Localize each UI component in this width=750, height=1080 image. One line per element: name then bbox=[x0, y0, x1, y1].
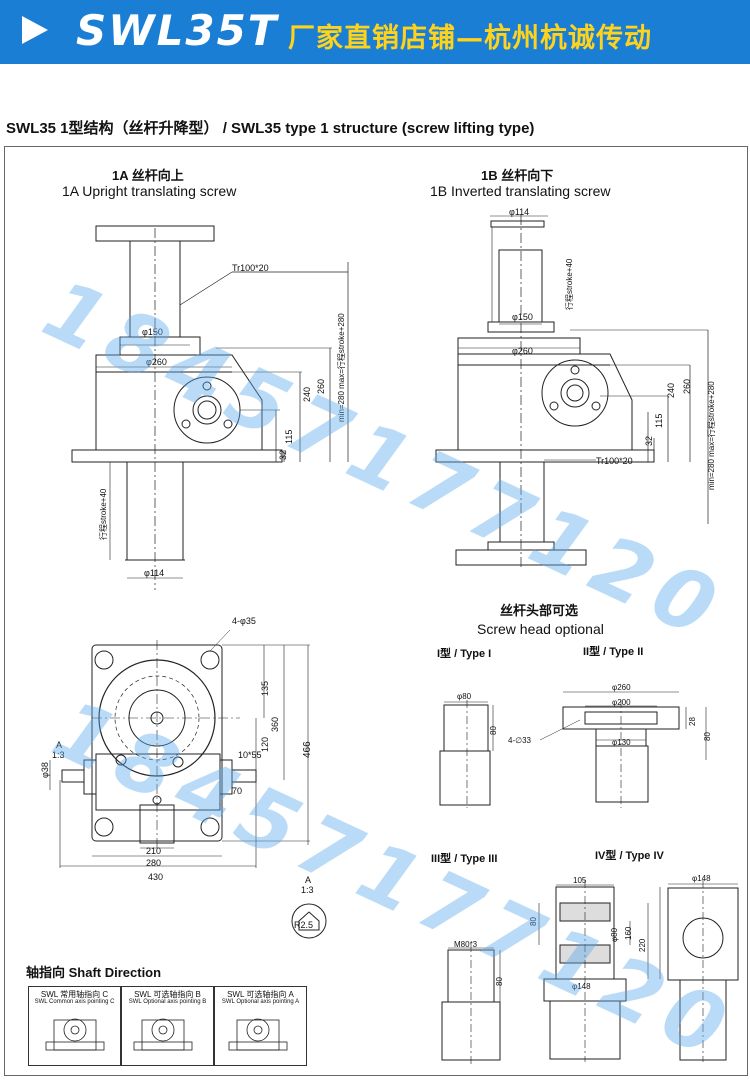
shaft-option-b-cn: SWL 可选轴指向 B bbox=[134, 990, 201, 999]
plan-view-drawing bbox=[49, 629, 310, 868]
shaft-option-a: SWL 可选轴指向 A SWL Optional axis pointing A bbox=[214, 986, 307, 1066]
detail-a-drawing bbox=[291, 903, 327, 939]
dim-1a-d150: φ150 bbox=[142, 327, 163, 337]
dim-1b-h115: 115 bbox=[654, 413, 664, 428]
view-1a-drawing bbox=[71, 225, 349, 590]
shaft-option-c: SWL 常用轴指向 C SWL Common axis pointing C bbox=[28, 986, 121, 1066]
view-1a-title-en: 1A Upright translating screw bbox=[62, 183, 237, 199]
shaft-option-a-en: SWL Optional axis pointing A bbox=[221, 999, 300, 1005]
view-1b-title-cn: 1B 丝杆向下 bbox=[481, 168, 554, 183]
shaft-option-b: SWL 可选轴指向 B SWL Optional axis pointing B bbox=[121, 986, 214, 1066]
section-heading: SWL35 1型结构（丝杆升降型） / SWL35 type 1 structu… bbox=[6, 120, 535, 137]
dim-1b-d150: φ150 bbox=[512, 312, 533, 322]
type2-drawing bbox=[539, 691, 707, 808]
dim-t1-d80: φ80 bbox=[457, 692, 472, 701]
dim-t2-d260: φ260 bbox=[612, 683, 631, 692]
title-banner: SWL35T 厂家直销店铺—杭州杭诚传动 bbox=[0, 0, 750, 64]
dim-1b-d260: φ260 bbox=[512, 346, 533, 356]
dim-1b-thread: Tr100*20 bbox=[596, 456, 633, 466]
dim-plan-key: 10*55 bbox=[238, 750, 262, 760]
dim-1b-d114: φ114 bbox=[509, 207, 530, 217]
dim-t2-h80: 80 bbox=[703, 732, 712, 741]
dim-1a-d114: φ114 bbox=[144, 568, 165, 578]
dim-1b-stroke: 行程stroke+40 bbox=[565, 258, 574, 310]
dim-t1-h80: 80 bbox=[489, 726, 498, 735]
dim-t3-h80: 80 bbox=[495, 977, 504, 986]
play-arrow-icon bbox=[22, 16, 48, 44]
view-1a-title-cn: 1A 丝杆向上 bbox=[112, 168, 184, 183]
type2-label: II型 / Type II bbox=[583, 646, 644, 658]
dim-1a-h240: 240 bbox=[302, 386, 312, 402]
dim-plan-w70: 70 bbox=[232, 786, 243, 796]
dim-1b-h240: 240 bbox=[666, 382, 676, 398]
plan-a-label: A bbox=[56, 740, 63, 750]
dim-plan-w430: 430 bbox=[148, 872, 164, 882]
model-name: SWL35T bbox=[76, 6, 279, 55]
detail-a-scale: 1:3 bbox=[301, 885, 314, 895]
dim-t3-thread: M80*3 bbox=[454, 940, 478, 949]
dim-1b-h32: 32 bbox=[644, 435, 654, 446]
dim-1b-range: min=280 max=行程stroke+280 bbox=[707, 381, 716, 490]
type1-label: I型 / Type I bbox=[437, 648, 492, 660]
dim-plan-w210: 210 bbox=[146, 846, 162, 856]
dim-plan-w280: 280 bbox=[146, 858, 162, 868]
shaft-option-a-cn: SWL 可选轴指向 A bbox=[227, 990, 294, 999]
dim-1a-h260: 260 bbox=[316, 378, 326, 394]
view-1b-title-en: 1B Inverted translating screw bbox=[430, 183, 611, 199]
dim-t4-d80: φ80 bbox=[610, 927, 619, 942]
dim-t2-d130: φ130 bbox=[612, 738, 631, 747]
dim-t2-d200: φ200 bbox=[612, 698, 631, 707]
dim-t4-h80: 80 bbox=[529, 917, 538, 926]
dim-plan-h135: 135 bbox=[260, 680, 270, 696]
dim-t4-d148a: φ148 bbox=[692, 874, 711, 883]
dim-plan-h466: 466 bbox=[302, 741, 313, 758]
shaft-option-c-en: SWL Common axis pointing C bbox=[34, 999, 115, 1005]
shaft-mini-drawings bbox=[45, 1018, 288, 1051]
type3-drawing bbox=[441, 944, 501, 1065]
dim-1a-range: min=280 max=行程stroke+280 bbox=[337, 313, 346, 422]
type3-label: III型 / Type III bbox=[431, 853, 498, 865]
detail-a-label: A bbox=[305, 875, 312, 885]
view-1b-drawing bbox=[435, 215, 709, 570]
drawing-frame bbox=[4, 146, 748, 1076]
dim-t4-h220: 220 bbox=[638, 938, 647, 952]
dim-t4-h160: 160 bbox=[624, 926, 633, 940]
shaft-option-b-en: SWL Optional axis pointing B bbox=[128, 999, 207, 1005]
dim-1a-thread: Tr100*20 bbox=[232, 263, 269, 273]
detail-a-radius: R2.5 bbox=[294, 920, 314, 930]
dim-t4-d148b: φ148 bbox=[572, 982, 591, 991]
dim-t4-w105: 105 bbox=[573, 876, 587, 885]
shaft-option-c-cn: SWL 常用轴指向 C bbox=[40, 990, 109, 999]
screw-head-title-cn: 丝杆头部可选 bbox=[500, 603, 579, 618]
screw-head-title-en: Screw head optional bbox=[477, 621, 604, 637]
dim-t2-holes: 4-∅33 bbox=[508, 736, 531, 745]
dim-1a-h32: 32 bbox=[278, 449, 288, 460]
type4-label: IV型 / Type IV bbox=[595, 850, 664, 862]
plan-a-scale: 1:3 bbox=[52, 750, 65, 760]
dim-plan-d38: φ38 bbox=[40, 762, 50, 778]
type1-drawing bbox=[439, 700, 494, 808]
dim-1a-h115: 115 bbox=[284, 429, 294, 444]
dim-1b-h260: 260 bbox=[682, 378, 692, 394]
dim-plan-holes: 4-φ35 bbox=[232, 616, 256, 626]
shaft-direction-title: 轴指向 Shaft Direction bbox=[26, 965, 162, 980]
dim-1a-stroke: 行程stroke+40 bbox=[99, 488, 108, 540]
dim-t2-h28: 28 bbox=[688, 717, 697, 726]
dim-plan-h360: 360 bbox=[270, 716, 280, 732]
shop-slogan: 厂家直销店铺—杭州杭诚传动 bbox=[288, 23, 652, 54]
type4-drawing bbox=[538, 880, 739, 1062]
dim-1a-d260: φ260 bbox=[146, 357, 167, 367]
